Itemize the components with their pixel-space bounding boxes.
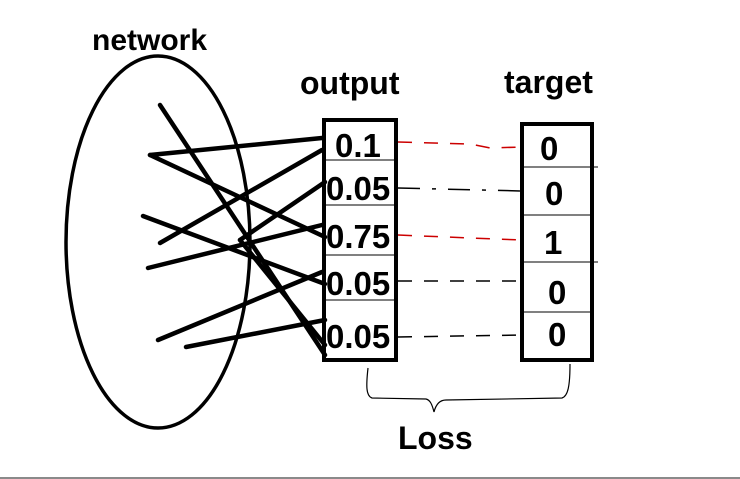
- output-value: 0.05: [326, 318, 390, 355]
- comparison-dash-line: [397, 334, 523, 338]
- output-box: 0.1 0.05 0.75 0.05 0.05: [322, 118, 398, 362]
- target-value: 0: [548, 316, 566, 353]
- comparison-dash-line: [397, 187, 523, 192]
- loss-brace: [366, 363, 571, 413]
- output-value: 0.1: [335, 127, 381, 164]
- connection-line: [183, 317, 328, 350]
- connection-line: [140, 213, 328, 287]
- target-value: 0: [540, 130, 558, 167]
- connection-line: [237, 237, 328, 348]
- target-header: target: [504, 64, 593, 100]
- network-connections: [140, 102, 328, 358]
- target-value: 1: [544, 224, 562, 261]
- output-value: 0.05: [326, 265, 390, 302]
- connection-line: [237, 179, 328, 243]
- comparison-lines: [397, 141, 523, 338]
- comparison-dash-line: [397, 234, 523, 241]
- connection-line: [147, 135, 325, 158]
- target-box-border: [520, 122, 594, 362]
- connection-line: [145, 222, 325, 271]
- output-value: 0.75: [326, 218, 390, 255]
- target-value: 0: [545, 175, 563, 212]
- output-box-border: [322, 118, 398, 362]
- comparison-dash-line: [397, 141, 523, 149]
- connection-line: [157, 147, 325, 246]
- connection-line: [155, 269, 325, 343]
- output-value: 0.05: [326, 170, 390, 207]
- loss-label: Loss: [398, 420, 473, 456]
- target-box: 0 0 1 0 0: [520, 122, 598, 362]
- output-header: output: [300, 65, 400, 101]
- target-value: 0: [548, 274, 566, 311]
- network-label: network: [92, 24, 207, 57]
